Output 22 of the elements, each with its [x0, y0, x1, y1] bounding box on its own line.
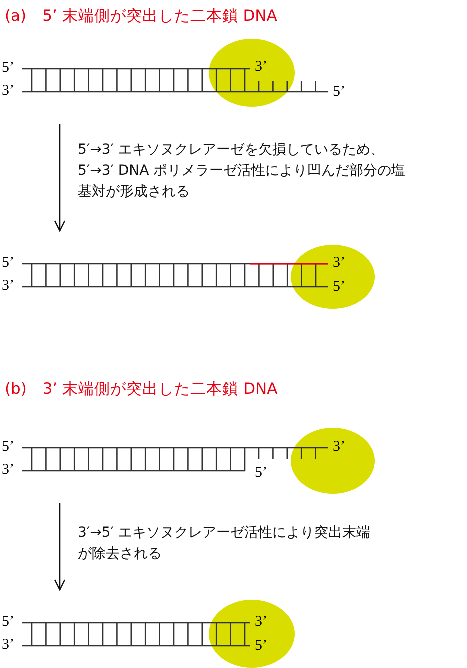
section-heading: (b) 3’ 末端側が突出した二本鎖 DNA	[5, 379, 278, 400]
edge-label: 5′→3′ エキソヌクレアーゼを欠損しているため、5′→3′ DNA ポリメラーゼ活性により凹んだ部分の塩基対が形成される	[78, 141, 407, 202]
strand-end-label: 5’	[2, 615, 14, 630]
strand-end-label: 3’	[2, 279, 14, 294]
strand-end-label: 3’	[2, 463, 14, 478]
strand-end-label: 3’	[333, 440, 346, 455]
strand-end-label: 5’	[333, 280, 346, 295]
strand-end-label: 5’	[333, 85, 346, 100]
strand-end-label: 5’	[2, 61, 14, 76]
arrow	[54, 503, 66, 591]
strand-end-label: 5’	[255, 639, 268, 654]
strand-end-label: 3’	[255, 60, 268, 75]
edge-label: 3′→5′ エキソヌクレアーゼ活性により突出末端が除去される	[78, 524, 372, 564]
strand-end-label: 3’	[333, 256, 346, 271]
strand-end-label: 3’	[2, 84, 14, 99]
strand-end-label: 5’	[255, 466, 268, 481]
strand-end-label: 3’	[2, 638, 14, 653]
arrow	[54, 124, 66, 232]
section-heading: (a) 5’ 末端側が突出した二本鎖 DNA	[5, 6, 278, 27]
strand-end-label: 5’	[2, 256, 14, 271]
strand-end-label: 5’	[2, 440, 14, 455]
strand-end-label: 3’	[255, 615, 268, 630]
